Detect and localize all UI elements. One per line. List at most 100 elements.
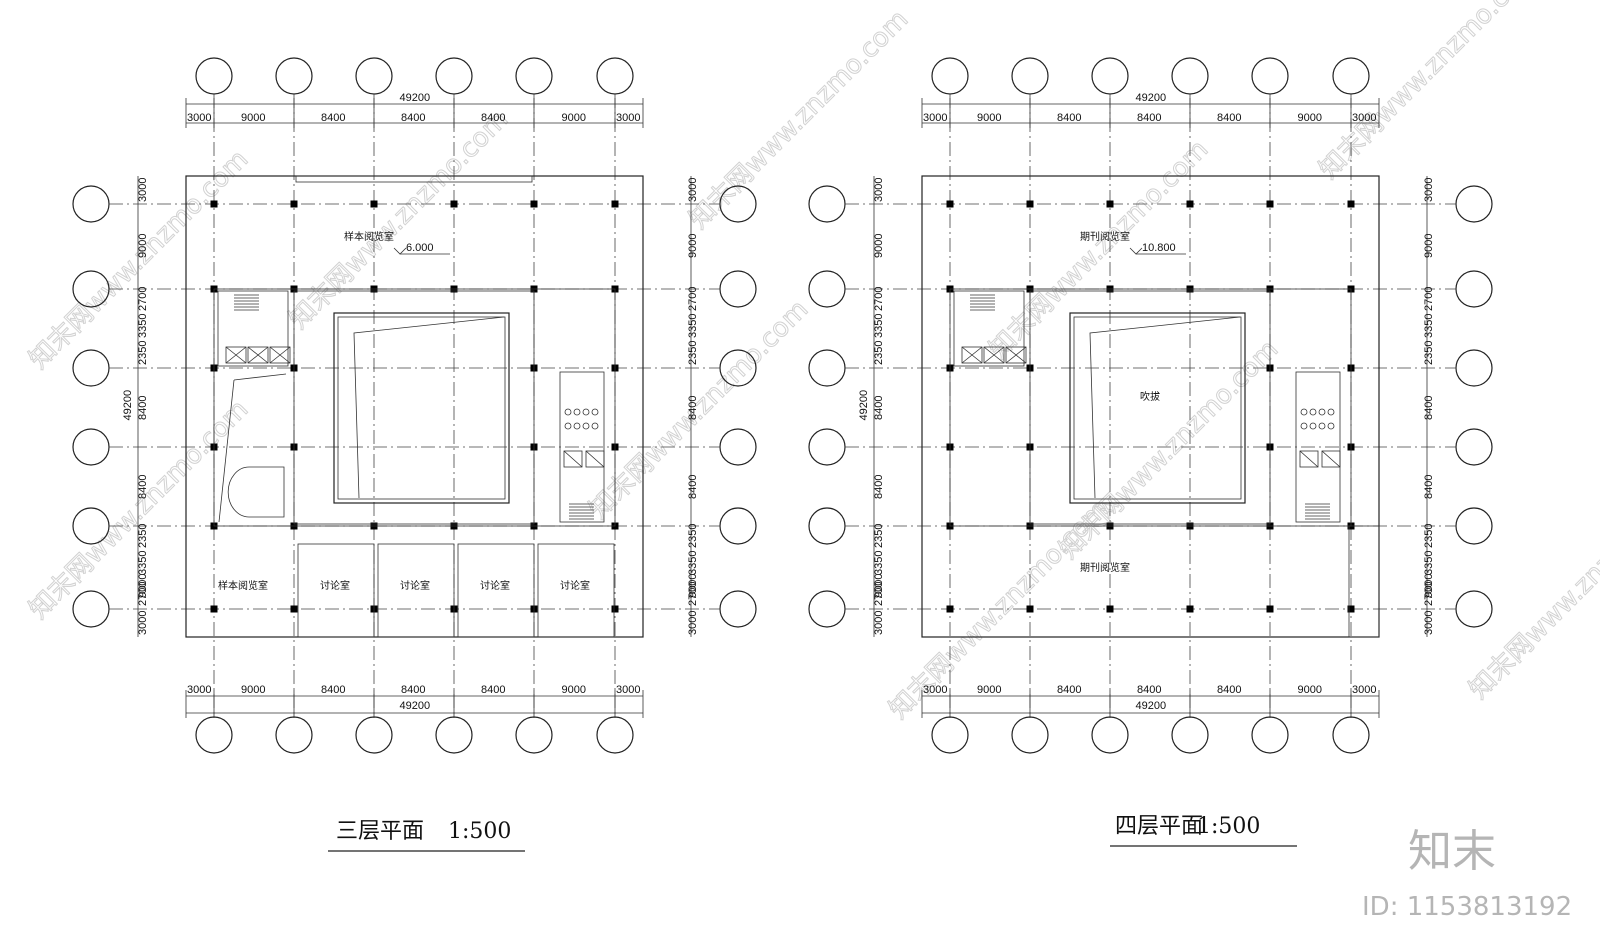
dim-text-left: 8400 bbox=[873, 475, 885, 499]
dim-text-bottom: 3000 bbox=[923, 684, 947, 696]
axis-bubble-bottom bbox=[1251, 716, 1289, 754]
dim-text-right: 3000 bbox=[687, 178, 699, 202]
watermark-text: 知末网www.znzmo.com bbox=[1464, 474, 1600, 705]
toilet-fixture bbox=[1327, 408, 1335, 416]
dim-text-top: 8400 bbox=[321, 112, 345, 124]
discussion-room bbox=[377, 543, 455, 638]
dim-text-right: 2350 bbox=[1423, 341, 1435, 365]
dim-text-left: 3000 bbox=[137, 178, 149, 202]
ramp-line bbox=[218, 379, 235, 523]
dim-text-bottom: 8400 bbox=[401, 684, 425, 696]
dim-text-left: 9000 bbox=[873, 574, 885, 598]
dim-text-left: 2700 bbox=[873, 582, 885, 606]
structural-column bbox=[1106, 200, 1114, 208]
axis-bubble-right bbox=[719, 507, 757, 545]
dim-text-left: 3000 bbox=[873, 178, 885, 202]
elevator-shaft bbox=[1005, 346, 1027, 364]
dim-text-top: 3000 bbox=[616, 112, 640, 124]
atrium-void-inner bbox=[337, 316, 506, 500]
dim-text-bottom: 9000 bbox=[562, 684, 586, 696]
axis-bubble-right bbox=[1455, 507, 1493, 545]
dim-text-left: 2350 bbox=[137, 341, 149, 365]
atrium-void bbox=[1069, 312, 1246, 504]
dim-text-bottom: 8400 bbox=[481, 684, 505, 696]
axis-bubble-left bbox=[72, 590, 110, 628]
dim-text-right: 2700 bbox=[1423, 287, 1435, 311]
toilet-fixture bbox=[582, 422, 590, 430]
room-label-bottom: 期刊阅览室 bbox=[1080, 561, 1130, 574]
dim-text-top: 9000 bbox=[1298, 112, 1322, 124]
structural-column bbox=[1347, 200, 1355, 208]
dim-text-left: 3350 bbox=[873, 314, 885, 338]
axis-bubble-left bbox=[808, 507, 846, 545]
axis-bubble-right bbox=[1455, 185, 1493, 223]
dim-text-right: 3000 bbox=[1423, 178, 1435, 202]
axis-bubble-left bbox=[72, 349, 110, 387]
elevator-cross bbox=[1299, 450, 1319, 468]
dim-text-bottom: 3000 bbox=[1352, 684, 1376, 696]
dim-total-bottom: 49200 bbox=[1136, 700, 1167, 712]
dim-text-bottom: 3000 bbox=[187, 684, 211, 696]
elevation-triangle bbox=[393, 247, 407, 255]
watermark-text: 知末网www.znzmo.com bbox=[284, 104, 515, 335]
building-outline bbox=[921, 175, 1380, 638]
elevator-shaft bbox=[563, 450, 583, 468]
discussion-room bbox=[297, 543, 375, 638]
elevator-cross bbox=[563, 450, 583, 468]
toilet-fixture bbox=[1309, 422, 1317, 430]
dim-text-right: 2700 bbox=[687, 287, 699, 311]
dim-text-left: 3350 bbox=[137, 551, 149, 575]
structural-column bbox=[210, 605, 218, 613]
dim-total-top: 49200 bbox=[400, 92, 431, 104]
dim-total-left: 49200 bbox=[858, 390, 870, 421]
structural-column bbox=[530, 200, 538, 208]
axis-bubble-bottom bbox=[435, 716, 473, 754]
dim-text-left: 2700 bbox=[873, 287, 885, 311]
axis-bubble-top bbox=[1171, 57, 1209, 95]
dim-text-top: 8400 bbox=[1217, 112, 1241, 124]
axis-bubble-bottom bbox=[195, 716, 233, 754]
elevator-cross bbox=[269, 346, 291, 364]
curved-stair bbox=[227, 466, 285, 518]
axis-bubble-right bbox=[719, 270, 757, 308]
inner-ring-wall bbox=[949, 288, 1352, 527]
structural-column bbox=[1266, 200, 1274, 208]
dim-text-bottom: 8400 bbox=[1137, 684, 1161, 696]
dim-text-bottom: 9000 bbox=[1298, 684, 1322, 696]
dim-text-bottom: 8400 bbox=[1217, 684, 1241, 696]
bottom-right-notch bbox=[1348, 525, 1380, 638]
structural-column bbox=[210, 200, 218, 208]
toilet-fixture bbox=[1327, 422, 1335, 430]
discussion-room-label: 讨论室 bbox=[400, 579, 430, 592]
elevator-cross bbox=[1005, 346, 1027, 364]
structural-column bbox=[946, 605, 954, 613]
elevation-triangle bbox=[1129, 247, 1143, 255]
structural-column bbox=[611, 605, 619, 613]
structural-column bbox=[611, 200, 619, 208]
core-right bbox=[1295, 371, 1341, 523]
axis-bubble-right bbox=[1455, 270, 1493, 308]
axis-bubble-left bbox=[72, 428, 110, 466]
structural-column bbox=[1186, 605, 1194, 613]
third-floor-title: 三层平面 bbox=[336, 819, 424, 844]
elevator-cross bbox=[247, 346, 269, 364]
inner-ring-wall bbox=[213, 288, 616, 527]
discussion-room-label: 讨论室 bbox=[480, 579, 510, 592]
dim-text-left: 3000 bbox=[873, 611, 885, 635]
axis-bubble-bottom bbox=[275, 716, 313, 754]
axis-bubble-top bbox=[195, 57, 233, 95]
inner-corridor-wall bbox=[293, 290, 535, 525]
image-id-label: ID: 1153813192 bbox=[1362, 892, 1572, 922]
dim-text-left: 2350 bbox=[873, 341, 885, 365]
axis-bubble-left bbox=[808, 185, 846, 223]
dim-text-right: 9000 bbox=[687, 234, 699, 258]
elevator-cross bbox=[961, 346, 983, 364]
axis-bubble-top bbox=[1332, 57, 1370, 95]
dim-text-right: 3000 bbox=[1423, 611, 1435, 635]
toilet-fixture bbox=[582, 408, 590, 416]
room-label-top: 期刊阅览室 bbox=[1080, 230, 1130, 243]
toilet-fixture bbox=[573, 422, 581, 430]
atrium-void-inner bbox=[1073, 316, 1242, 500]
